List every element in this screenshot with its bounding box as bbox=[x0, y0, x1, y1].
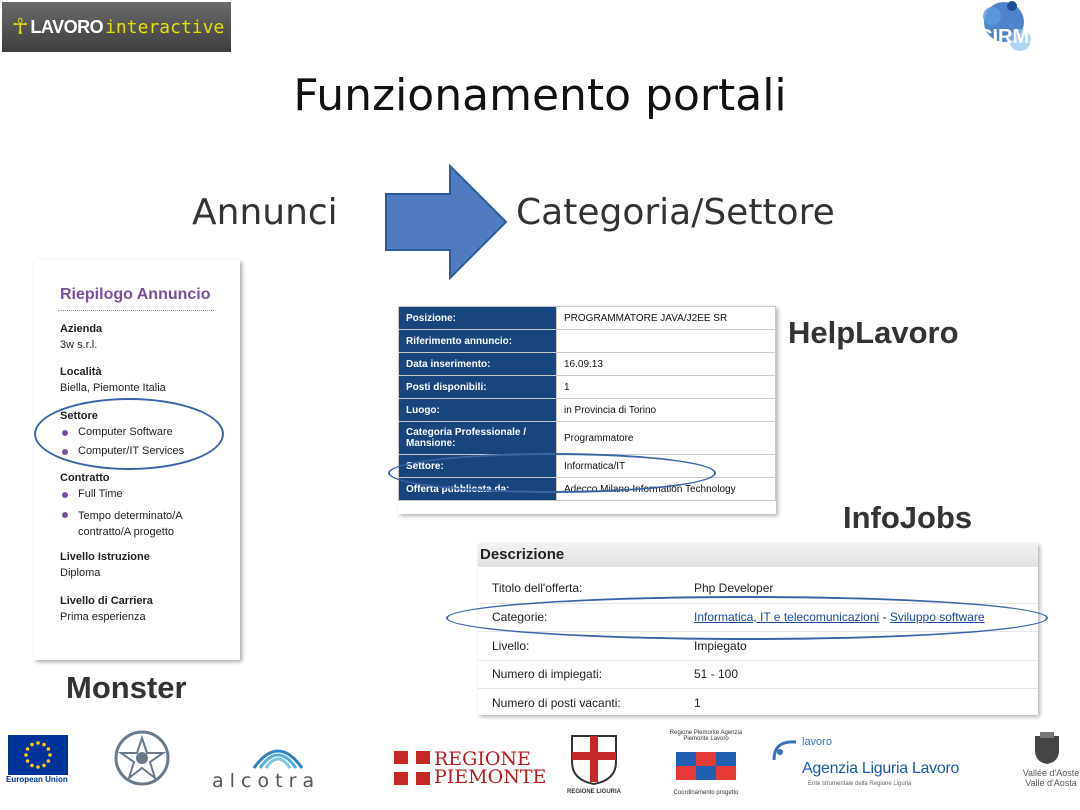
alcotra-text: a l c o t r a bbox=[212, 770, 315, 792]
agenzia-piemonte-lavoro-text: Regione Piemonte Agenzia Piemonte Lavoro bbox=[669, 730, 743, 742]
divider bbox=[58, 310, 214, 311]
helplavoro-brand-label: HelpLavoro bbox=[788, 315, 959, 350]
monster-card-heading: Riepilogo Annuncio bbox=[60, 286, 211, 303]
table-cell-label: Riferimento annuncio: bbox=[398, 329, 557, 353]
regione-liguria-text: REGIONE LIGURIA bbox=[566, 789, 621, 795]
table-cell-label: Posizione: bbox=[398, 306, 557, 330]
azienda-label: Azienda bbox=[60, 323, 103, 335]
cirma-logo: CIRMA bbox=[974, 0, 1080, 58]
livello-istruzione-value: Diploma bbox=[60, 567, 101, 579]
runner-icon: ☥ bbox=[12, 14, 29, 40]
agenzia-liguria-lavoro-small: lavoro bbox=[802, 736, 832, 748]
lavoro-interactive-logo: ☥ LAVORO interactive bbox=[2, 2, 231, 52]
table-cell-value: 1 bbox=[556, 375, 776, 399]
alcotra-mountain-icon bbox=[252, 749, 304, 769]
titolo-label: Titolo dell'offerta: bbox=[492, 581, 583, 595]
livello-carriera-value: Prima esperienza bbox=[60, 611, 146, 623]
table-row: Categoria Professionale / Mansione: Prog… bbox=[398, 421, 776, 455]
cirma-wordmark: CIRMA bbox=[978, 26, 1044, 48]
table-cell-label: Luogo: bbox=[398, 398, 557, 422]
row-divider bbox=[478, 688, 1038, 689]
page-title: Funzionamento portali bbox=[293, 70, 787, 121]
table-cell-value: in Provincia di Torino bbox=[556, 398, 776, 422]
bullet-dot-icon bbox=[62, 492, 68, 498]
localita-value: Biella, Piemonte Italia bbox=[60, 382, 166, 394]
impiegati-label: Numero di impiegati: bbox=[492, 667, 603, 681]
row-divider bbox=[478, 660, 1038, 661]
table-cell-value: PROGRAMMATORE JAVA/J2EE SR bbox=[556, 306, 776, 330]
highlight-ellipse-infojobs bbox=[446, 596, 1048, 640]
table-row: Posti disponibili: 1 bbox=[398, 375, 776, 399]
monster-brand-label: Monster bbox=[66, 670, 187, 705]
table-row: Posizione: PROGRAMMATORE JAVA/J2EE SR bbox=[398, 306, 776, 330]
infojobs-brand-label: InfoJobs bbox=[843, 500, 973, 535]
azienda-value: 3w s.r.l. bbox=[60, 339, 98, 351]
livello-carriera-label: Livello di Carriera bbox=[60, 595, 153, 607]
regione-piemonte-text: REGIONE PIEMONTE bbox=[434, 748, 547, 788]
table-row: Luogo: in Provincia di Torino bbox=[398, 398, 776, 422]
agenzia-liguria-swoosh-icon bbox=[772, 740, 797, 761]
right-arrow-icon bbox=[385, 164, 508, 280]
logo-word-lavoro: LAVORO bbox=[30, 16, 104, 37]
table-cell-label: Posti disponibili: bbox=[398, 375, 557, 399]
infojobs-card-heading: Descrizione bbox=[478, 543, 1038, 567]
eu-flag-logo bbox=[8, 735, 68, 775]
valle-aosta-crest-icon bbox=[1035, 732, 1059, 764]
table-row: Riferimento annuncio: bbox=[398, 329, 776, 353]
impiegati-value: 51 - 100 bbox=[694, 667, 739, 681]
posti-vacanti-label: Numero di posti vacanti: bbox=[492, 696, 621, 710]
table-cell-label: Categoria Professionale / Mansione: bbox=[398, 421, 557, 455]
valle-aosta-text: Vallée d'Aoste Valle d'Aosta bbox=[1022, 768, 1080, 788]
bullet-dot-icon bbox=[62, 512, 68, 518]
eu-text: European Union bbox=[6, 775, 68, 784]
livello-label: Livello: bbox=[492, 639, 530, 653]
livello-istruzione-label: Livello Istruzione bbox=[60, 551, 150, 563]
regione-liguria-shield-icon bbox=[571, 735, 617, 786]
livello-value: Impiegato bbox=[694, 639, 747, 653]
logo-word-interactive: interactive bbox=[105, 16, 225, 38]
categoria-settore-label: Categoria/Settore bbox=[516, 192, 835, 233]
puzzle-logo-icon bbox=[676, 752, 736, 780]
table-cell-value: 16.09.13 bbox=[556, 352, 776, 376]
contratto-label: Contratto bbox=[60, 472, 110, 484]
agenzia-liguria-lavoro-name: Agenzia Liguria Lavoro bbox=[802, 760, 960, 777]
localita-label: Località bbox=[60, 366, 102, 378]
table-cell-value bbox=[556, 329, 776, 353]
posti-vacanti-value: 1 bbox=[694, 696, 701, 710]
italian-republic-emblem-icon bbox=[114, 730, 170, 786]
highlight-ellipse-helplavoro bbox=[388, 453, 716, 493]
highlight-ellipse-monster bbox=[34, 398, 224, 470]
contratto-bullet: Full Time bbox=[62, 488, 123, 500]
contratto-bullet: Tempo determinato/A contratto/A progetto bbox=[62, 508, 208, 540]
titolo-value: Php Developer bbox=[694, 581, 774, 595]
table-cell-value: Programmatore bbox=[556, 421, 776, 455]
table-row: Data inserimento: 16.09.13 bbox=[398, 352, 776, 376]
table-cell-label: Data inserimento: bbox=[398, 352, 557, 376]
agenzia-liguria-subtitle: Ente strumentale della Regione Liguria bbox=[808, 781, 912, 787]
annunci-label: Annunci bbox=[192, 192, 338, 233]
coordinamento-progetto-text: Coordinamento progetto bbox=[673, 790, 739, 796]
regione-piemonte-flag-icon bbox=[394, 751, 430, 785]
